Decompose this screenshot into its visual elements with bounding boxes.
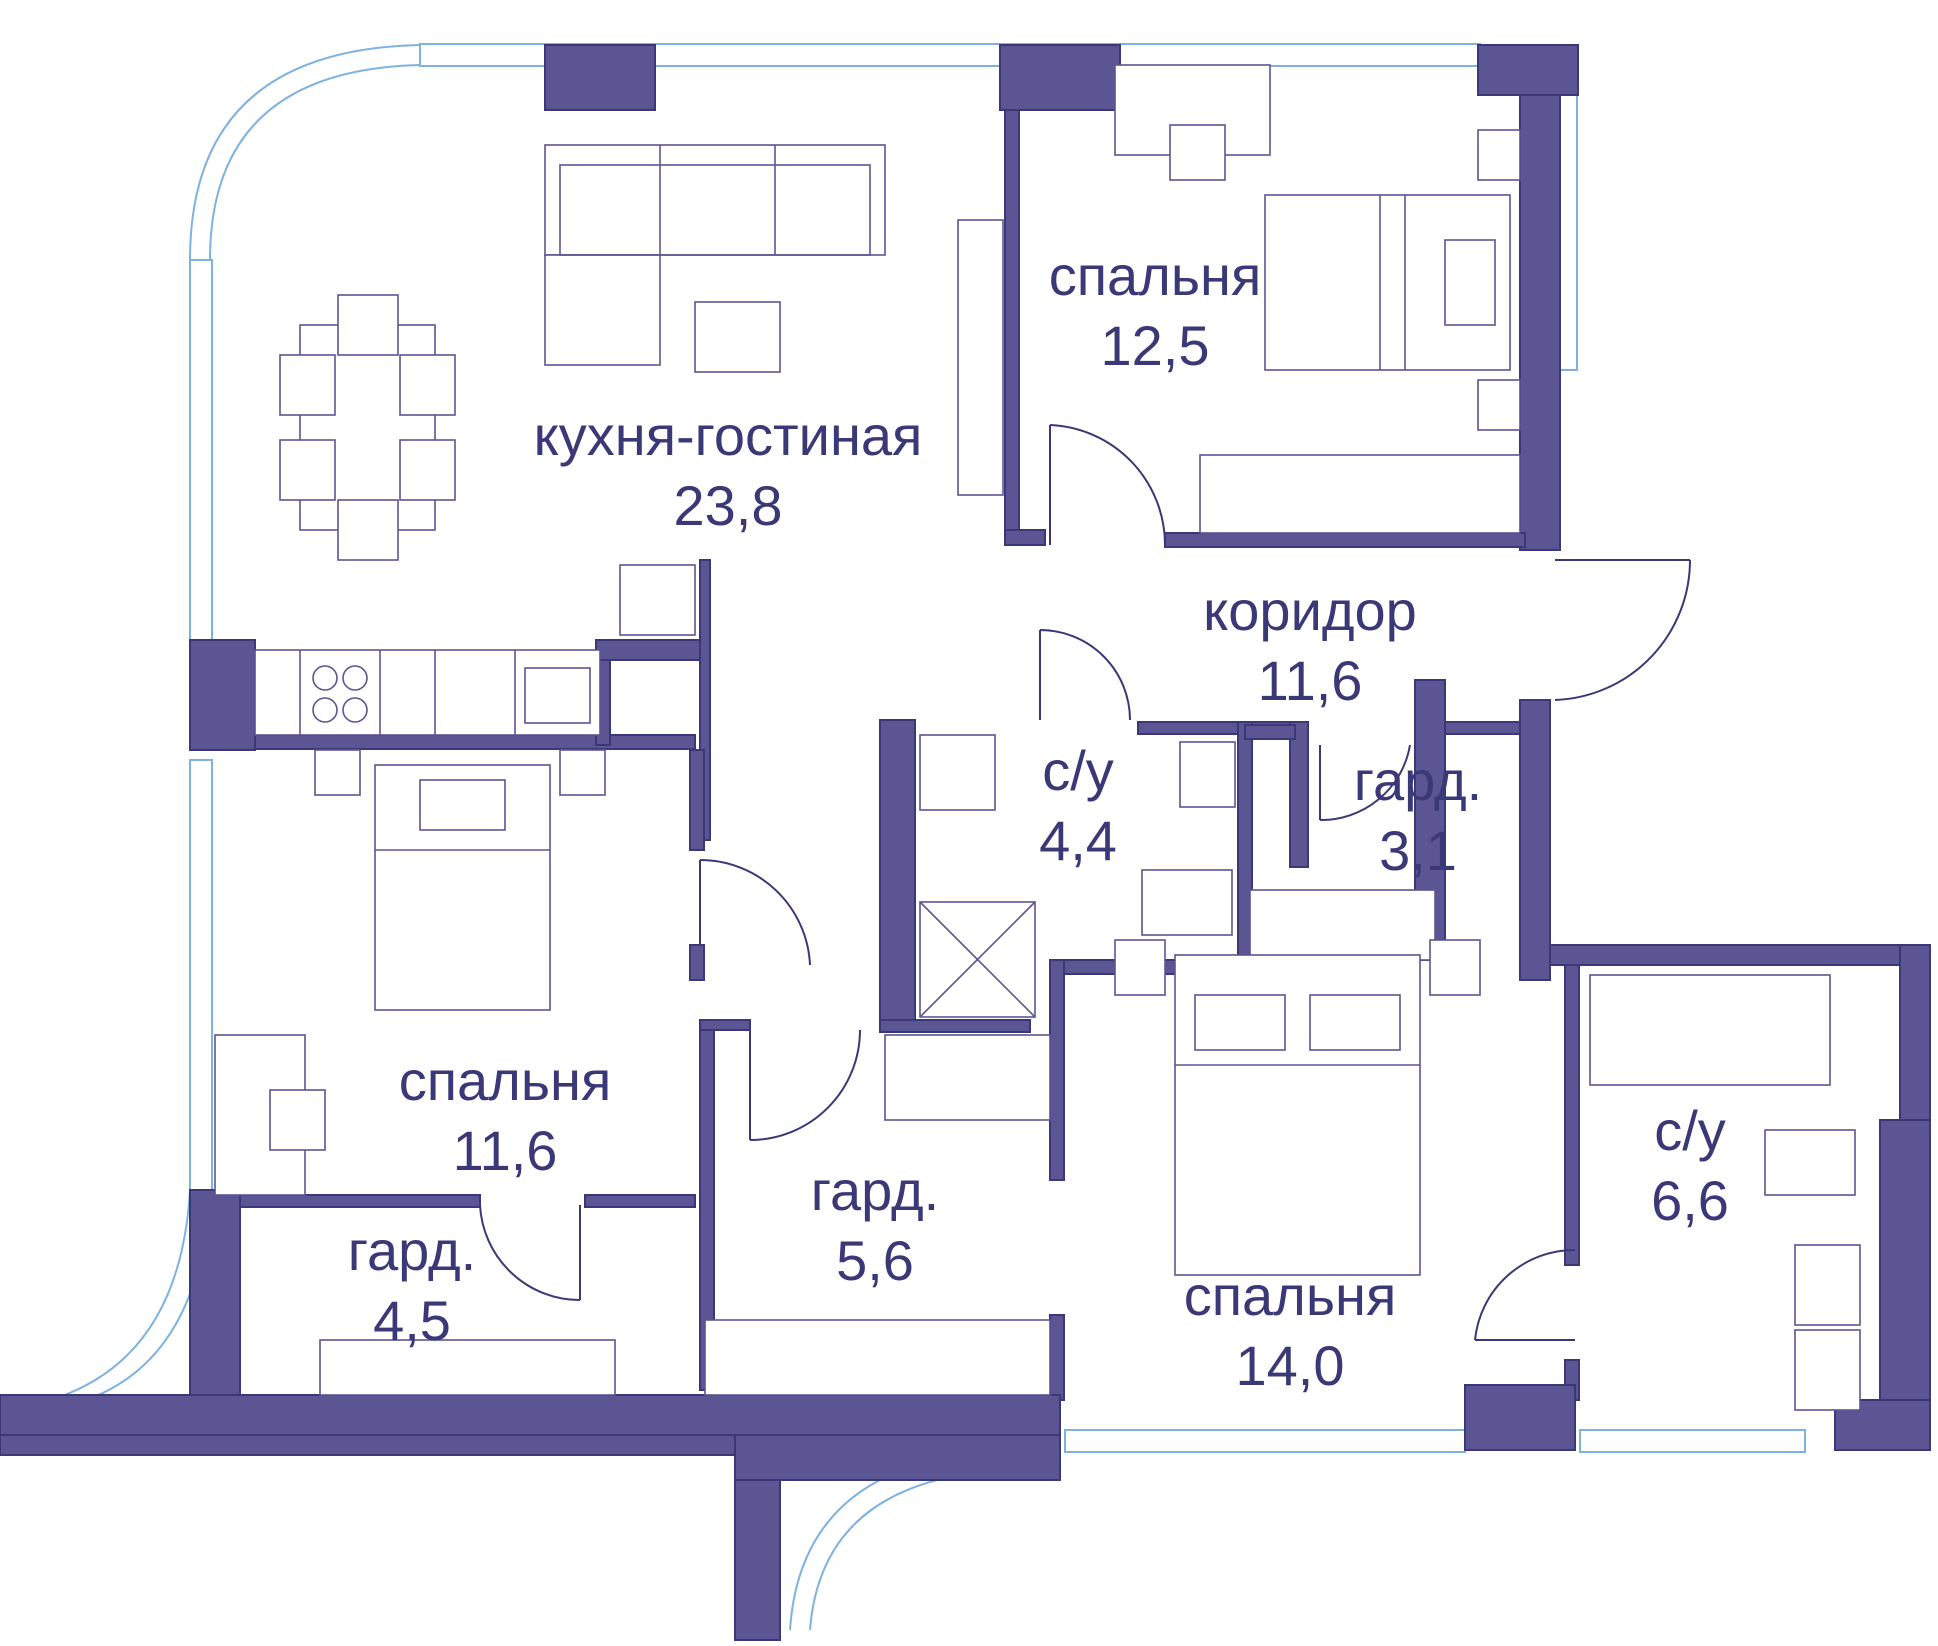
room-area-bath-large: 6,6 (1651, 1169, 1729, 1232)
room-name-closet-left: гард. (348, 1219, 476, 1282)
wardrobe-icon (319, 1339, 616, 1396)
room-labels: кухня-гостиная 23,8 спальня 12,5 коридор… (348, 244, 1729, 1397)
nightstand-icon (314, 749, 361, 796)
doors (479, 424, 1691, 1341)
walls (0, 44, 1931, 1641)
room-area-bath-small: 4,4 (1039, 809, 1117, 872)
toilet-icon (1141, 869, 1233, 936)
sink-icon (1794, 1329, 1861, 1411)
sofa-icon (544, 144, 886, 366)
sink-icon (1794, 1244, 1861, 1326)
dining-table-icon (279, 294, 456, 561)
wardrobe-icon (884, 1034, 1051, 1121)
room-name-bedroom-top: спальня (1049, 244, 1262, 307)
nightstand-icon (1477, 379, 1521, 431)
furniture (214, 64, 1861, 1411)
chair-icon (269, 1089, 326, 1151)
room-area-bedroom-top: 12,5 (1101, 314, 1210, 377)
room-name-bedroom-bottom: спальня (1184, 1264, 1397, 1327)
room-area-closet-center: 5,6 (836, 1229, 914, 1292)
nightstand-icon (1429, 939, 1481, 996)
room-name-living-kitchen: кухня-гостиная (534, 404, 923, 467)
room-name-closet-mid: гард. (1354, 749, 1482, 812)
sink-icon (1179, 741, 1236, 808)
room-name-bedroom-left: спальня (399, 1049, 612, 1112)
room-name-closet-center: гард. (811, 1159, 939, 1222)
room-area-closet-mid: 3,1 (1379, 819, 1457, 882)
nightstand-icon (1114, 939, 1166, 996)
nightstand-icon (559, 749, 606, 796)
wardrobe-icon (704, 1319, 1051, 1396)
wardrobe-icon (1249, 889, 1436, 961)
bed-icon (1174, 954, 1421, 1276)
bathtub-icon (1589, 974, 1831, 1086)
room-area-bedroom-left: 11,6 (453, 1119, 558, 1182)
nightstand-icon (1477, 129, 1521, 181)
tv-stand-icon (957, 219, 1004, 496)
room-area-living-kitchen: 23,8 (674, 474, 783, 537)
washing-machine-icon (919, 734, 996, 811)
kitchen-counter-icon (254, 564, 696, 736)
room-area-bedroom-bottom: 14,0 (1236, 1334, 1345, 1397)
room-area-closet-left: 4,5 (373, 1289, 451, 1352)
room-name-bath-large: с/у (1654, 1099, 1726, 1162)
room-area-corridor: 11,6 (1258, 649, 1363, 712)
wardrobe-icon (1199, 454, 1521, 534)
chair-icon (1169, 124, 1226, 181)
bed-icon (1264, 194, 1511, 371)
bed-icon (374, 764, 551, 1011)
pouf-icon (694, 301, 781, 373)
room-name-bath-small: с/у (1042, 739, 1114, 802)
toilet-icon (1764, 1129, 1856, 1196)
room-name-corridor: коридор (1203, 579, 1417, 642)
